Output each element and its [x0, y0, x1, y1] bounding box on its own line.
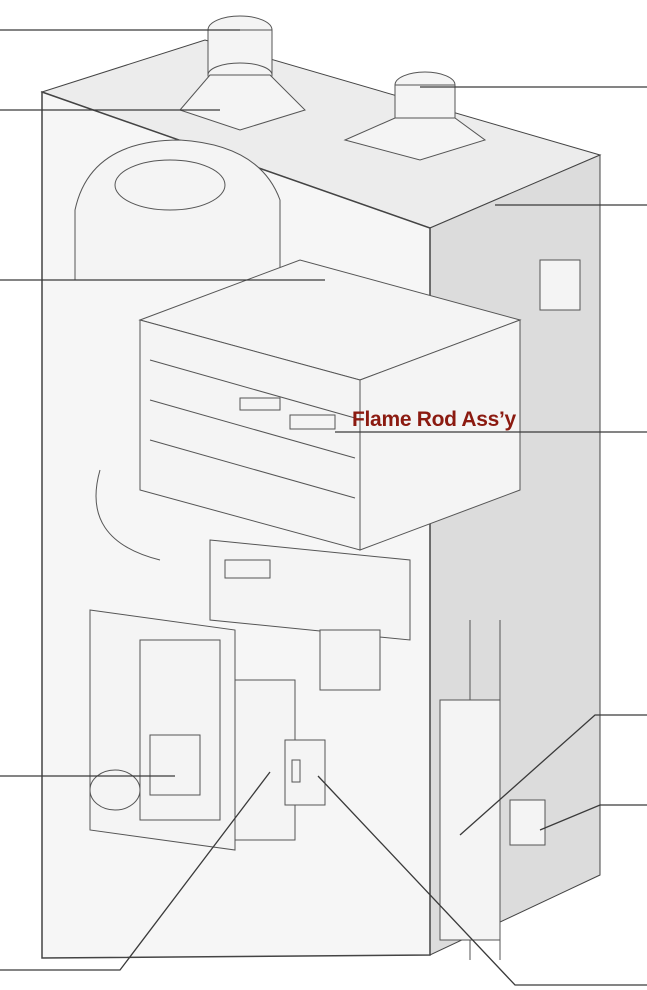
- heat-exchanger: [138, 259, 522, 551]
- leader-lines: [0, 29, 647, 986]
- flame-rod-label: Flame Rod Ass’y: [352, 408, 516, 431]
- burner-box: [209, 539, 411, 641]
- leader-line: [539, 804, 647, 831]
- flue-outlet-left: [179, 15, 306, 131]
- fan-assembly: [74, 139, 281, 281]
- leader-line: [317, 775, 647, 986]
- pipes: [89, 259, 581, 960]
- leader-line: [0, 771, 271, 971]
- leader-line: [459, 714, 647, 836]
- flue-outlet-right: [343, 71, 487, 161]
